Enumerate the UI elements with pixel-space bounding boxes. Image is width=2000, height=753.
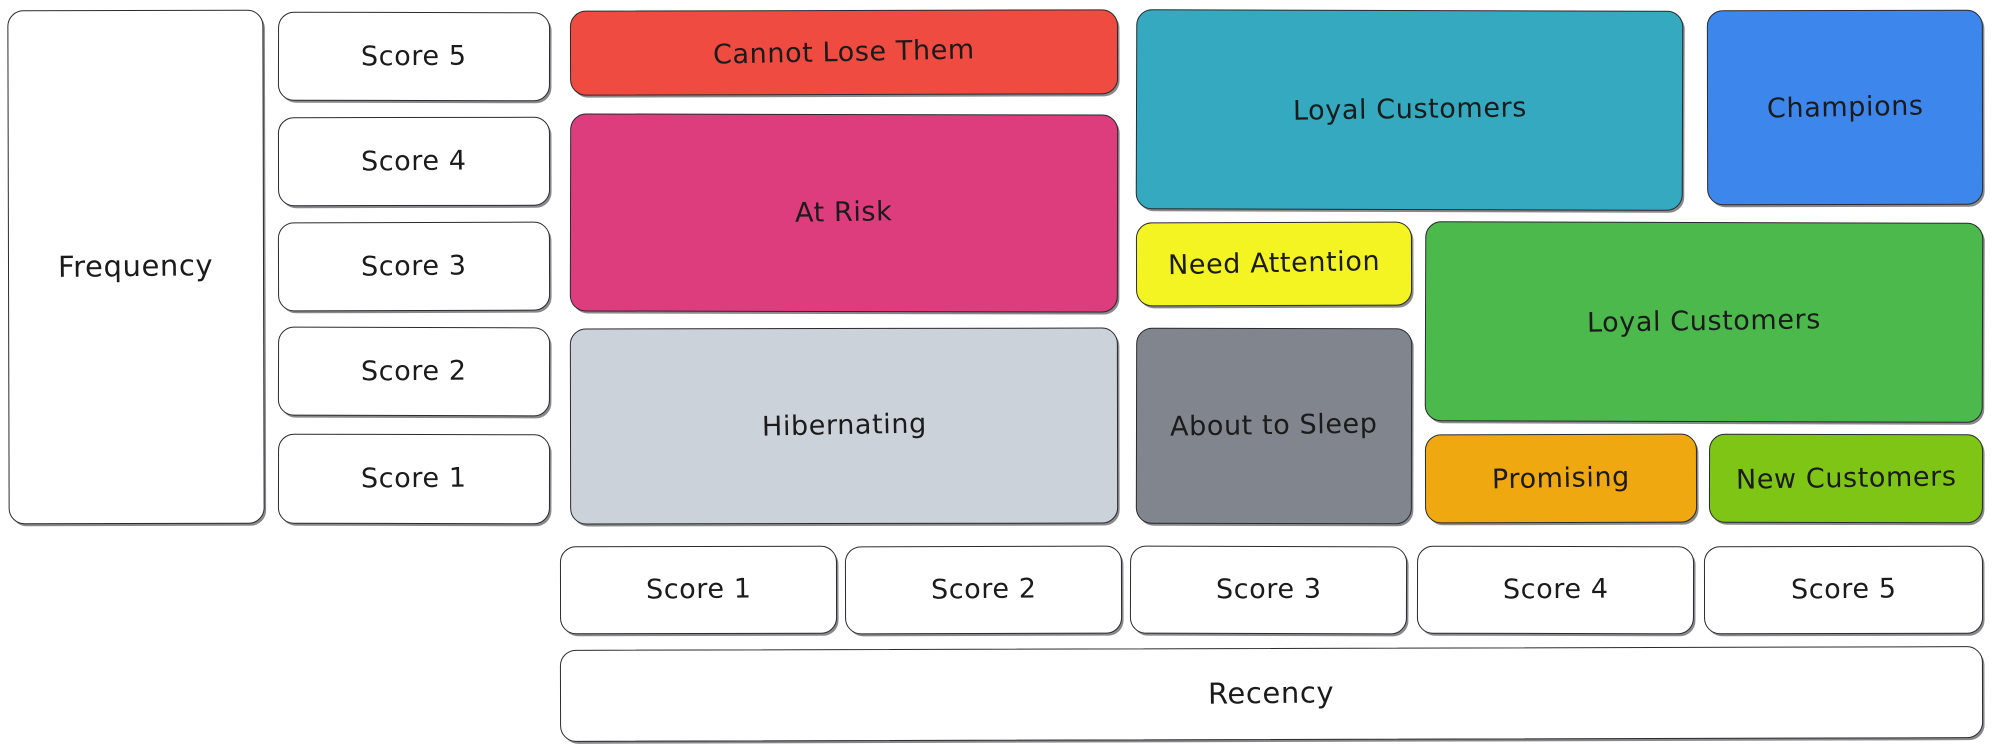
frequency-score-2[interactable]: Score 2 bbox=[277, 326, 551, 417]
frequency-score-1-label: Score 1 bbox=[361, 463, 467, 495]
recency-score-1[interactable]: Score 1 bbox=[559, 545, 838, 635]
segment-loyal-customers-teal[interactable]: Loyal Customers bbox=[1135, 9, 1684, 211]
frequency-score-4[interactable]: Score 4 bbox=[277, 116, 551, 207]
segment-need-attention[interactable]: Need Attention bbox=[1135, 221, 1413, 307]
segment-hibernating-label: Hibernating bbox=[761, 408, 927, 444]
frequency-score-3-label: Score 3 bbox=[361, 250, 467, 283]
segment-hibernating[interactable]: Hibernating bbox=[569, 327, 1119, 525]
frequency-score-1[interactable]: Score 1 bbox=[277, 433, 551, 525]
frequency-score-2-label: Score 2 bbox=[361, 355, 467, 388]
segment-loyal-customers-teal-label: Loyal Customers bbox=[1292, 92, 1527, 128]
recency-score-2-label: Score 2 bbox=[930, 573, 1037, 607]
segment-champions[interactable]: Champions bbox=[1706, 9, 1984, 206]
recency-score-4-label: Score 4 bbox=[1502, 574, 1609, 606]
recency-score-4[interactable]: Score 4 bbox=[1416, 545, 1695, 635]
recency-score-2[interactable]: Score 2 bbox=[844, 545, 1123, 635]
recency-score-3[interactable]: Score 3 bbox=[1129, 545, 1408, 635]
segment-loyal-customers-green-label: Loyal Customers bbox=[1586, 304, 1822, 340]
frequency-axis-label: Frequency bbox=[7, 9, 265, 525]
recency-score-1-label: Score 1 bbox=[645, 573, 752, 607]
segment-need-attention-label: Need Attention bbox=[1167, 246, 1381, 282]
recency-score-3-label: Score 3 bbox=[1215, 574, 1322, 606]
frequency-axis-text: Frequency bbox=[58, 248, 214, 285]
segment-at-risk-label: At Risk bbox=[795, 196, 893, 230]
frequency-score-5-label: Score 5 bbox=[361, 40, 467, 73]
segment-new-customers[interactable]: New Customers bbox=[1708, 433, 1984, 524]
segment-loyal-customers-green[interactable]: Loyal Customers bbox=[1424, 221, 1984, 423]
segment-about-to-sleep-label: About to Sleep bbox=[1170, 408, 1378, 444]
recency-score-5-label: Score 5 bbox=[1790, 573, 1897, 607]
frequency-score-3[interactable]: Score 3 bbox=[277, 221, 551, 312]
segment-about-to-sleep[interactable]: About to Sleep bbox=[1135, 327, 1413, 525]
segment-promising[interactable]: Promising bbox=[1424, 433, 1698, 524]
segment-cannot-lose-them[interactable]: Cannot Lose Them bbox=[569, 9, 1119, 96]
recency-axis-text: Recency bbox=[1208, 675, 1335, 712]
frequency-score-5[interactable]: Score 5 bbox=[277, 11, 551, 102]
segment-promising-label: Promising bbox=[1491, 461, 1631, 496]
recency-score-5[interactable]: Score 5 bbox=[1703, 545, 1984, 635]
frequency-score-4-label: Score 4 bbox=[361, 145, 467, 178]
segment-new-customers-label: New Customers bbox=[1735, 461, 1957, 496]
recency-axis-label: Recency bbox=[559, 646, 1984, 742]
segment-cannot-lose-them-label: Cannot Lose Them bbox=[712, 34, 976, 71]
segment-at-risk[interactable]: At Risk bbox=[569, 113, 1119, 313]
segment-champions-label: Champions bbox=[1766, 90, 1924, 125]
